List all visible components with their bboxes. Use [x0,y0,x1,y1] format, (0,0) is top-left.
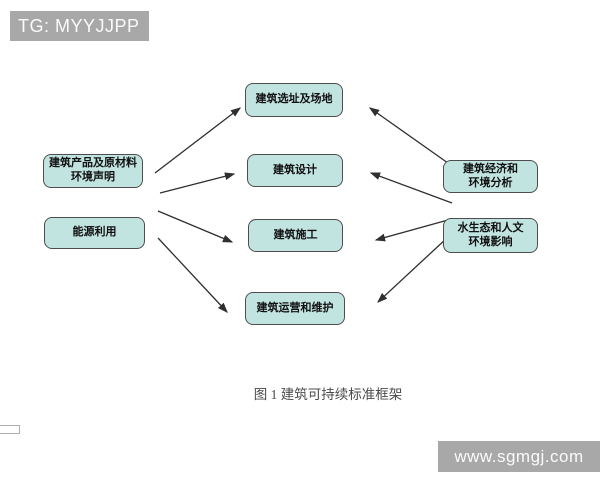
watermark-bottom-bar: www.sgmgj.com [438,441,600,472]
node-water-ecology-human-impact: 水生态和人文 环境影响 [443,218,538,253]
node-building-operation-maintenance: 建筑运营和维护 [245,292,345,325]
node-site-selection: 建筑选址及场地 [245,83,343,117]
node-economic-environmental-analysis: 建筑经济和 环境分析 [443,160,538,193]
arrow-right-to-design [369,172,453,204]
arrow-left-to-operation [157,237,228,313]
figure-caption: 图 1 建筑可持续标准框架 [253,387,403,402]
arrow-right-to-site [368,107,456,169]
node-building-products-materials-epd: 建筑产品及原材料 环境声明 [43,154,143,188]
arrow-left-to-construction [157,210,234,243]
watermark-top-bar: TG: MYYJJPP [10,11,149,41]
page-edge-artifact [0,425,20,434]
arrow-left-to-site [154,107,242,174]
node-energy-use: 能源利用 [44,217,145,249]
arrow-right-to-operation [377,237,448,303]
arrow-left-to-design [159,172,236,194]
node-building-construction: 建筑施工 [248,219,343,252]
arrow-right-to-construction [374,219,449,242]
node-building-design: 建筑设计 [247,154,343,187]
